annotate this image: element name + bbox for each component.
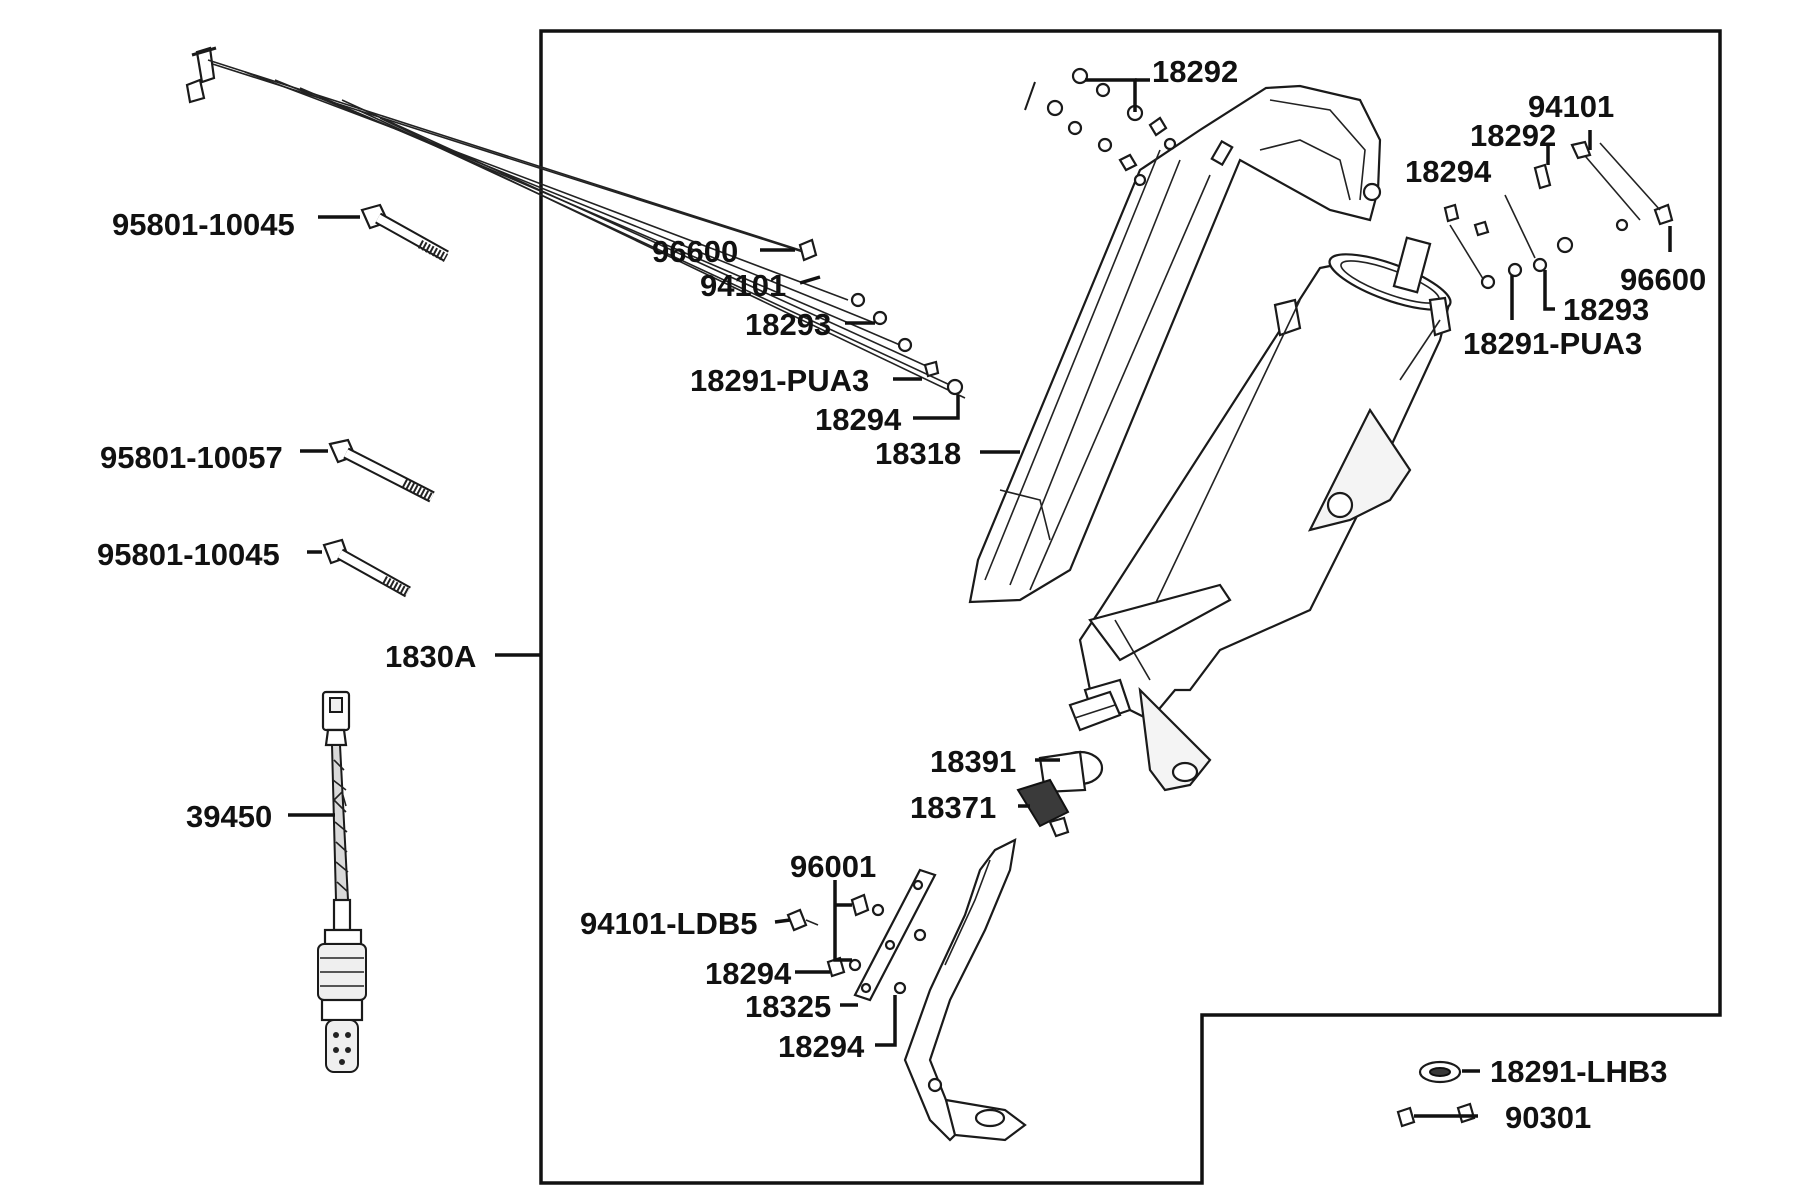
- label-18294-pipe-b: 18294: [778, 1029, 865, 1064]
- label-95801-10045-bottom: 95801-10045: [97, 537, 280, 572]
- label-18325: 18325: [745, 989, 831, 1024]
- oxygen-sensor-39450: [288, 690, 367, 1073]
- label-94101-right: 94101: [1528, 89, 1614, 124]
- bracket-plate-18325: [853, 868, 937, 1002]
- label-18293-left: 18293: [745, 307, 831, 342]
- assembly-frame: [539, 29, 1722, 1185]
- leader-lines: [760, 78, 1672, 1118]
- gasket-18291-lhb3: [1418, 1060, 1462, 1084]
- bolt-95801-10045-top: [318, 203, 449, 262]
- label-18294-left: 18294: [815, 402, 902, 437]
- label-18291-lhb3: 18291-LHB3: [1490, 1054, 1667, 1089]
- joint-pipe-18391: [1038, 690, 1122, 794]
- lower-hardware: [786, 893, 927, 995]
- label-18371: 18371: [910, 790, 996, 825]
- label-18291-pua3-right: 18291-PUA3: [1463, 326, 1642, 361]
- label-18391: 18391: [930, 744, 1016, 779]
- gasket-18371: [1016, 778, 1070, 838]
- label-96600-right: 96600: [1620, 262, 1706, 297]
- label-94101-left: 94101: [700, 268, 786, 303]
- label-1830a: 1830A: [385, 639, 476, 674]
- label-18294-pipe-a: 18294: [705, 956, 792, 991]
- upper-right-hardware: [1443, 140, 1674, 290]
- exhaust-pipe: [903, 838, 1027, 1142]
- label-90301: 90301: [1505, 1100, 1591, 1135]
- label-18318: 18318: [875, 436, 961, 471]
- label-94101-ldb5: 94101-LDB5: [580, 906, 757, 941]
- muffler-body: [1078, 236, 1452, 792]
- label-96600-left: 96600: [652, 234, 738, 269]
- label-18292-right: 18292: [1470, 118, 1556, 153]
- label-39450: 39450: [186, 799, 272, 834]
- label-96001: 96001: [790, 849, 876, 884]
- label-18293-right: 18293: [1563, 292, 1649, 327]
- label-18294-right: 18294: [1405, 154, 1492, 189]
- label-18291-pua3-left: 18291-PUA3: [690, 363, 869, 398]
- label-18292-top: 18292: [1152, 54, 1238, 89]
- upper-left-hardware: [185, 46, 1177, 399]
- label-95801-10057: 95801-10057: [100, 440, 283, 475]
- bolt-95801-10057: [300, 438, 435, 503]
- bolt-95801-10045-bottom: [307, 538, 411, 598]
- heat-shield-18318: [968, 84, 1382, 604]
- label-95801-10045-top: 95801-10045: [112, 207, 295, 242]
